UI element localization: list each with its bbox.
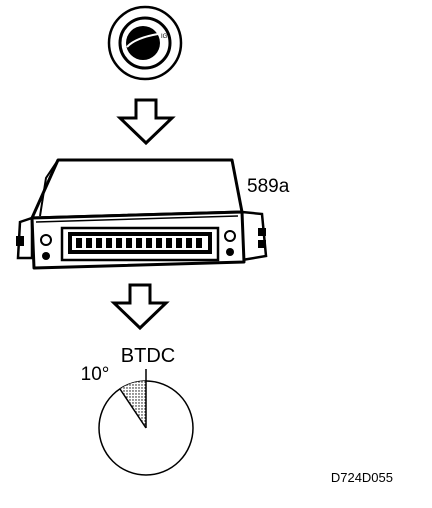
control-unit: 589a xyxy=(16,158,290,270)
advance-angle-label: 10° xyxy=(81,364,110,385)
down-arrow-icon xyxy=(110,283,170,331)
down-arrow-icon xyxy=(116,98,176,146)
ignition-key-mark: IG xyxy=(161,34,168,40)
control-unit-label: 589a xyxy=(247,176,290,197)
advance-line xyxy=(119,388,147,429)
btdc-label: BTDC xyxy=(121,345,175,367)
figure-code: D724D055 xyxy=(331,470,393,485)
timing-dial: BTDC 10° xyxy=(81,345,194,476)
ignition-switch-icon: IG xyxy=(107,5,183,81)
